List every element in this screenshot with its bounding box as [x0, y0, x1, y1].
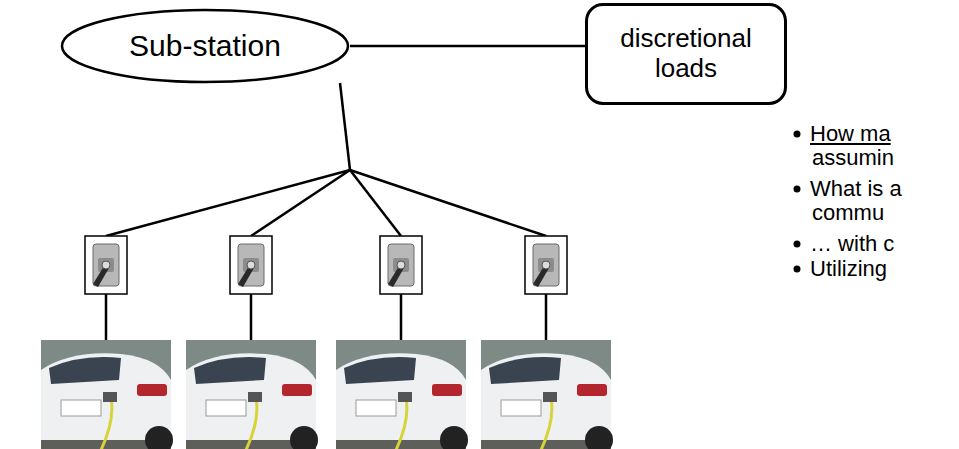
- node-text: Sub-station: [129, 29, 281, 64]
- switch-icon: [230, 236, 272, 294]
- feeder-wire: [350, 170, 546, 236]
- feeder-wire: [545, 294, 548, 340]
- feeder-wire: [251, 170, 350, 236]
- bullet-dot: [794, 266, 801, 273]
- electric-car: [336, 340, 468, 449]
- bullet-dot: [794, 131, 801, 138]
- feeder-wire: [340, 83, 350, 170]
- feeder-wires: [106, 83, 546, 340]
- bullet-text: How ma: [810, 121, 891, 147]
- bullet-dot: [794, 241, 801, 248]
- electric-car: [41, 340, 173, 449]
- electric-car: [481, 340, 613, 449]
- feeder-wire: [106, 170, 350, 236]
- bullets: [794, 131, 801, 273]
- ellipse-shape: [62, 10, 348, 82]
- bullet-text: commu: [812, 200, 884, 226]
- bullet-text: What is a: [810, 176, 902, 202]
- feeder-wire: [400, 294, 403, 340]
- node-text: discretional loads: [588, 24, 784, 84]
- load-box: discretional loads: [585, 3, 787, 105]
- bullet-text: assumin: [812, 145, 894, 171]
- bullet-dot: [794, 186, 801, 193]
- switch-icon: [85, 236, 127, 294]
- bullet-text: Utilizing: [810, 256, 887, 282]
- feeder-wire: [250, 294, 253, 340]
- switch-icon: [380, 236, 422, 294]
- connector-line: [350, 45, 585, 48]
- feeder-wire: [105, 294, 108, 340]
- electric-car: [186, 340, 318, 449]
- bullet-text: … with c: [810, 231, 894, 257]
- switch-icon: [525, 236, 567, 294]
- substation-ellipse: Sub-station: [60, 8, 350, 84]
